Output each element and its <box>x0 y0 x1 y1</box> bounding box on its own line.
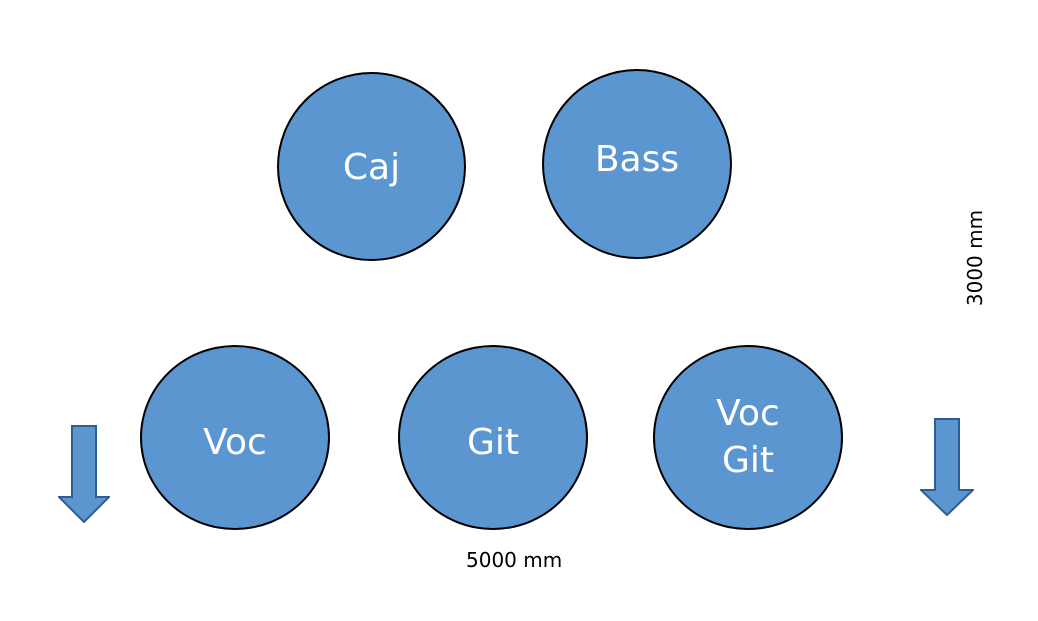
position-bass: Bass <box>542 69 732 259</box>
position-caj-label: Caj <box>342 147 401 189</box>
position-voc-git-label-line2: Git <box>721 439 774 481</box>
position-voc-label: Voc <box>203 422 267 464</box>
right-arrow-shape <box>920 418 974 516</box>
position-voc-git: Voc Git <box>653 345 843 530</box>
left-arrow-shape <box>58 425 110 523</box>
position-voc: Voc <box>140 345 330 530</box>
position-git: Git <box>398 345 588 530</box>
down-arrow-icon <box>58 425 110 523</box>
stage-depth-label: 3000 mm <box>963 209 987 307</box>
position-voc-git-label-line1: Voc <box>716 392 780 434</box>
stage-width-label: 5000 mm <box>466 548 563 572</box>
down-arrow-icon <box>920 418 974 516</box>
position-caj: Caj <box>277 72 466 261</box>
position-git-label: Git <box>466 422 519 464</box>
position-bass-label: Bass <box>594 138 680 180</box>
